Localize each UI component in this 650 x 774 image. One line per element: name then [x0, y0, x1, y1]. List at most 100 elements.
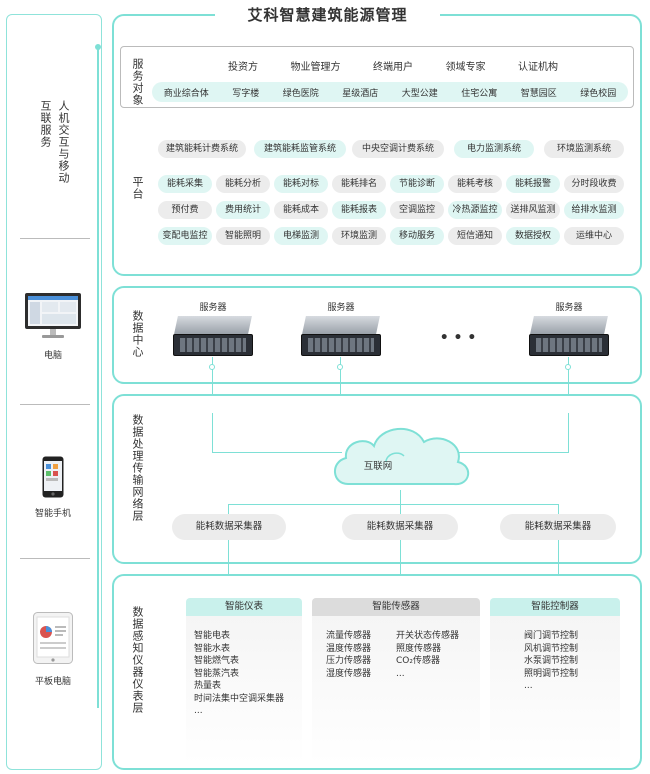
- connector-line: [97, 48, 99, 708]
- list-item: 水泵调节控制: [524, 656, 579, 666]
- sensors-list-a: 流量传感器 温度传感器 压力传感器 湿度传感器: [326, 630, 396, 680]
- list-item: 照度传感器: [396, 643, 442, 654]
- monitor-icon: [24, 292, 82, 340]
- platform-function-pill: 节能诊断: [390, 175, 444, 193]
- list-item: 智能水表: [194, 643, 231, 654]
- platform-function-pill: 电梯监测: [274, 227, 328, 245]
- service-building-type: 商业综合体: [163, 88, 209, 99]
- platform-function-pill: 能耗报表: [332, 201, 386, 219]
- device-label: 智能手机: [34, 509, 71, 519]
- page-title: 艾科智慧建筑能源管理: [215, 4, 440, 25]
- platform-function-pill: 数据授权: [506, 227, 560, 245]
- energy-collector: 能耗数据采集器: [172, 514, 286, 540]
- service-building-type: 绿色校园: [580, 88, 617, 99]
- meters-list: 智能电表 智能水表 智能燃气表 智能蒸汽表 热量表 时间法集中空调采集器 ...: [194, 630, 302, 718]
- list-item: 智能电表: [194, 631, 231, 641]
- cloud-label: 互联网: [363, 461, 393, 472]
- connector-dot: [565, 364, 571, 370]
- platform-function-pill: 能耗对标: [274, 175, 328, 193]
- left-divider: [20, 238, 90, 239]
- connector-line: [558, 504, 559, 514]
- service-building-type: 住宅公寓: [461, 88, 498, 99]
- platform-function-pill: 能耗分析: [216, 175, 270, 193]
- platform-function-pill: 能耗排名: [332, 175, 386, 193]
- service-building-type: 智慧园区: [520, 88, 557, 99]
- list-item: 照明调节控制: [524, 668, 579, 679]
- connector-line: [228, 540, 229, 598]
- list-item: 湿度传感器: [326, 668, 372, 679]
- service-label: 服务对象: [131, 58, 144, 106]
- platform-function-pill: 给排水监测: [564, 201, 624, 219]
- left-vertical-label-a: 人机交互与移动: [57, 100, 70, 184]
- connector-line: [228, 504, 558, 505]
- controllers-list: 阀门调节控制 风机调节控制 水泵调节控制 照明调节控制 ...: [524, 630, 618, 693]
- platform-function-pill: 预付费: [158, 201, 212, 219]
- list-item: ...: [524, 681, 533, 691]
- platform-function-pill: 能耗成本: [274, 201, 328, 219]
- service-building-type: 写字楼: [232, 88, 260, 99]
- category-header: 智能控制器: [490, 598, 620, 616]
- server-top: [530, 316, 608, 334]
- platform-function-pill: 能耗采集: [158, 175, 212, 193]
- connector-line: [212, 357, 213, 413]
- platform-function-pill: 短信通知: [448, 227, 502, 245]
- left-divider: [20, 404, 90, 405]
- service-box: [120, 46, 634, 108]
- platform-system-pill: 建筑能耗计费系统: [158, 140, 246, 158]
- list-item: 智能燃气表: [194, 656, 240, 666]
- connector-dot: [337, 364, 343, 370]
- server-icon: [529, 334, 609, 356]
- network-label: 数据处理传输网络层: [131, 414, 144, 522]
- datacenter-label: 数据中心: [131, 310, 144, 358]
- cloud-icon: [326, 414, 476, 492]
- category-header: 智能传感器: [312, 598, 480, 616]
- service-audience: 认证机构: [518, 62, 558, 73]
- platform-function-pill: 分时段收费: [564, 175, 624, 193]
- category-header: 智能仪表: [186, 598, 302, 616]
- list-item: ...: [396, 668, 405, 679]
- list-item: 风机调节控制: [524, 643, 579, 654]
- server-label: 服务器: [555, 303, 583, 313]
- tablet-icon: [33, 612, 73, 664]
- platform-function-pill: 冷热源监控: [448, 201, 502, 219]
- platform-function-pill: 空调监控: [390, 201, 444, 219]
- platform-label: 平台: [131, 176, 144, 200]
- device-label: 电脑: [43, 351, 62, 361]
- list-item: 阀门调节控制: [524, 631, 579, 641]
- category-box: [490, 616, 620, 764]
- connector-line: [558, 540, 559, 598]
- service-audience: 终端用户: [373, 62, 413, 73]
- sensors-list-b: 开关状态传感器 照度传感器 CO₂传感器 ...: [396, 630, 478, 680]
- platform-system-pill: 中央空调计费系统: [352, 140, 444, 158]
- connector-line: [340, 357, 341, 413]
- list-item: CO₂传感器: [396, 656, 440, 666]
- category-box: [186, 616, 302, 764]
- server-icon: [173, 334, 253, 356]
- connector-line: [212, 452, 342, 453]
- connector-line: [212, 413, 213, 453]
- service-row2: 商业综合体 写字楼 绿色医院 星级酒店 大型公建 住宅公寓 智慧园区 绿色校园: [152, 82, 628, 102]
- platform-function-pill: 运维中心: [564, 227, 624, 245]
- platform-function-pill: 能耗考核: [448, 175, 502, 193]
- service-building-type: 星级酒店: [342, 88, 379, 99]
- platform-system-pill: 电力监测系统: [454, 140, 534, 158]
- server-top: [174, 316, 252, 334]
- category-box: [312, 616, 480, 764]
- list-item: 开关状态传感器: [396, 631, 460, 641]
- connector-line: [440, 452, 568, 453]
- list-item: 压力传感器: [326, 656, 372, 666]
- list-item: 智能蒸汽表: [194, 668, 240, 679]
- device-label: 平板电脑: [34, 677, 71, 687]
- connector-line: [400, 540, 401, 598]
- platform-function-pill: 智能照明: [216, 227, 270, 245]
- list-item: 温度传感器: [326, 643, 372, 654]
- connector-line: [568, 413, 569, 453]
- server-icon: [301, 334, 381, 356]
- platform-function-pill: 送排风监测: [506, 201, 560, 219]
- left-vertical-label-b: 互联服务: [39, 100, 52, 148]
- service-building-type: 大型公建: [401, 88, 438, 99]
- list-item: 热量表: [194, 681, 222, 691]
- platform-system-pill: 建筑能耗监管系统: [254, 140, 346, 158]
- connector-dot: [95, 44, 101, 50]
- list-item: ...: [194, 706, 203, 716]
